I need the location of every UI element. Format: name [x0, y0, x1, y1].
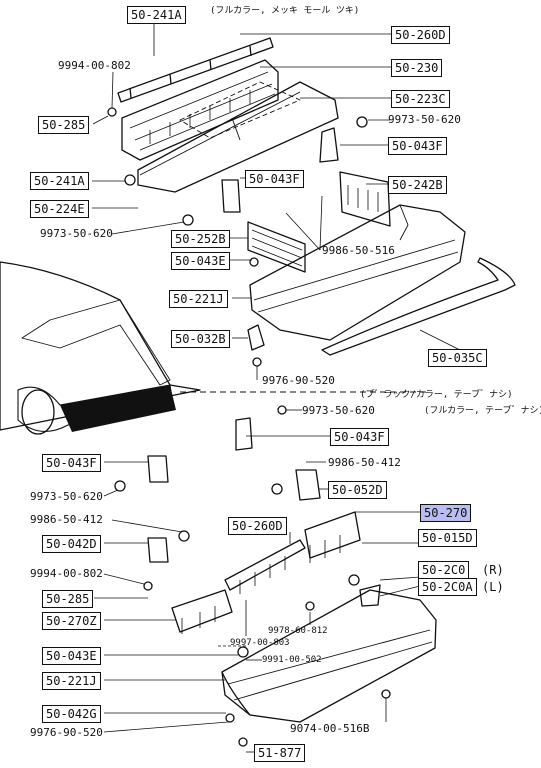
suffix-left: (L): [482, 580, 504, 594]
part-9997-00-803[interactable]: 9997-00-803: [230, 638, 290, 648]
part-9976-90-520-a[interactable]: 9976-90-520: [262, 374, 335, 387]
callout-50-042d[interactable]: 50-042D: [42, 535, 101, 553]
callout-50-043f-2[interactable]: 50-043F: [245, 170, 304, 188]
callout-50-2c0a[interactable]: 50-2C0A: [418, 578, 477, 596]
callout-50-221j-top[interactable]: 50-221J: [169, 290, 228, 308]
part-9986-50-516[interactable]: 9986-50-516: [322, 244, 395, 257]
part-9074-00-516b[interactable]: 9074-00-516B: [290, 722, 370, 735]
callout-50-260d-top[interactable]: 50-260D: [391, 26, 450, 44]
callout-50-230[interactable]: 50-230: [391, 59, 443, 77]
callout-50-221j[interactable]: 50-221J: [42, 672, 101, 690]
callout-50-043e[interactable]: 50-043E: [42, 647, 101, 665]
bracket-270z: [171, 589, 233, 633]
callout-50-042g[interactable]: 50-042G: [42, 705, 101, 723]
leader-lines: [92, 22, 461, 753]
part-9986-50-412-a[interactable]: 9986-50-412: [328, 456, 401, 469]
callout-50-043f-4[interactable]: 50-043F: [42, 454, 101, 472]
part-9978-60-812[interactable]: 9978-60-812: [268, 626, 328, 636]
suffix-right: (R): [482, 563, 504, 577]
callout-50-241a[interactable]: 50-241A: [30, 172, 89, 190]
upper-fascia: [137, 81, 339, 193]
callout-50-043f-3[interactable]: 50-043F: [330, 428, 389, 446]
callout-51-877[interactable]: 51-877: [254, 744, 306, 762]
bumper-upper: [249, 204, 466, 341]
callout-50-015d[interactable]: 50-015D: [418, 529, 477, 547]
energy-absorber: [121, 59, 279, 161]
callout-50-035c[interactable]: 50-035C: [428, 349, 487, 367]
callout-50-032b[interactable]: 50-032B: [171, 330, 230, 348]
callout-50-223c[interactable]: 50-223C: [391, 90, 450, 108]
retainer-strip: [117, 37, 274, 103]
callout-50-241a-top[interactable]: 50-241A: [127, 6, 186, 24]
callout-50-260d[interactable]: 50-260D: [228, 517, 287, 535]
callout-50-270[interactable]: 50-270: [420, 504, 472, 522]
callout-50-043e-top[interactable]: 50-043E: [171, 252, 230, 270]
callout-50-252b[interactable]: 50-252B: [171, 230, 230, 248]
part-9994-00-802-top[interactable]: 9994-00-802: [58, 59, 131, 72]
part-9973-50-620-c[interactable]: 9973-50-620: [302, 404, 375, 417]
part-9994-00-802-b[interactable]: 9994-00-802: [30, 567, 103, 580]
note-mid-2: (フルカラー, テーブ゛ナシ): [424, 406, 541, 416]
retainer-260d: [224, 539, 306, 591]
callout-50-285[interactable]: 50-285: [42, 590, 94, 608]
part-9986-50-412-b[interactable]: 9986-50-412: [30, 513, 103, 526]
callout-50-270z[interactable]: 50-270Z: [42, 612, 101, 630]
callout-50-052d[interactable]: 50-052D: [328, 481, 387, 499]
note-mid-1: (ブ゛ラック/カラー, テーブ゛ナシ): [360, 390, 513, 400]
callout-50-043f-1[interactable]: 50-043F: [388, 137, 447, 155]
callout-50-2c0[interactable]: 50-2C0: [418, 561, 470, 579]
bracket-242b: [339, 171, 391, 227]
moulding: [321, 257, 516, 356]
reflector: [247, 221, 306, 273]
bracket-270: [304, 511, 361, 559]
part-9991-00-502[interactable]: 9991-00-502: [262, 655, 322, 665]
part-9973-50-620-a[interactable]: 9973-50-620: [388, 113, 461, 126]
part-9976-90-520-b[interactable]: 9976-90-520: [30, 726, 103, 739]
callout-50-224e[interactable]: 50-224E: [30, 200, 89, 218]
part-9973-50-620-d[interactable]: 9973-50-620: [30, 490, 103, 503]
part-9973-50-620-b[interactable]: 9973-50-620: [40, 227, 113, 240]
note-top: (フルカラー, メッキ モール ツキ): [210, 6, 360, 16]
callout-50-242b[interactable]: 50-242B: [388, 176, 447, 194]
bumper-lower: [221, 589, 437, 723]
callout-50-285-top[interactable]: 50-285: [38, 116, 90, 134]
